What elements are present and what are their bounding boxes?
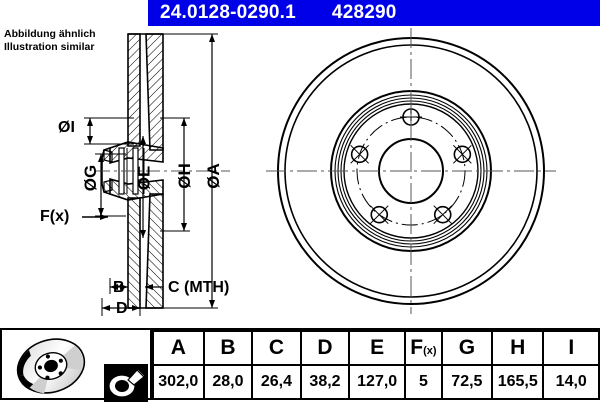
illustration-note-de: Abbildung ähnlich (4, 28, 96, 40)
table-header-row: A B C D E F(x) G H I (152, 330, 600, 366)
section-hub-top (127, 33, 164, 151)
bolt-hole (369, 205, 389, 225)
table-value-h: 165,5 (490, 364, 545, 400)
table-header-fx: F(x) (404, 330, 443, 366)
label-force-fx: F(x) (40, 208, 70, 225)
front-view (266, 28, 556, 314)
cross-section-view (82, 33, 230, 316)
label-diameter-e: ØE (134, 165, 154, 191)
disc-measurement-tool-icon (104, 364, 148, 402)
table-value-c: 26,4 (251, 364, 302, 400)
table-value-fx: 5 (404, 364, 443, 400)
dimension-line-a (160, 33, 218, 309)
dimension-line-i (84, 117, 134, 145)
table-header-i: I (542, 330, 600, 366)
reference-number: 428290 (331, 2, 397, 23)
label-diameter-i: ØI (58, 119, 75, 136)
illustration-note-en: Illustration similar (4, 40, 95, 53)
table-value-d: 38,2 (299, 364, 351, 400)
table-header-c: C (251, 330, 302, 366)
label-diameter-a: ØA (203, 163, 223, 189)
bolt-hole (350, 144, 369, 164)
bolt-hole (433, 205, 453, 225)
header-bar: 24.0128-0290.1 428290 (148, 0, 600, 26)
table-header-b: B (202, 330, 254, 366)
section-hub-bottom (127, 193, 164, 309)
article-number: 24.0128-0290.1 (160, 2, 296, 23)
table-header-a: A (152, 330, 205, 366)
bolt-hole (453, 144, 472, 164)
table-value-a: 302,0 (152, 364, 205, 400)
table-value-g: 72,5 (440, 364, 494, 400)
dimension-line-b (109, 278, 129, 294)
technical-drawing-svg (82, 28, 556, 316)
dimension-line-c (145, 266, 164, 294)
icon-cell (0, 328, 152, 402)
label-dim-d: D (116, 300, 128, 317)
label-dim-b: B (113, 279, 125, 296)
dimension-table-wrapper: A B C D E F(x) G H I 302,0 28,0 26,4 38,… (0, 328, 600, 400)
label-dim-c: C (MTH) (168, 279, 230, 296)
table-header-g: G (440, 330, 494, 366)
dimension-table: A B C D E F(x) G H I 302,0 28,0 26,4 38,… (152, 330, 600, 400)
table-value-row: 302,0 28,0 26,4 38,2 127,0 5 72,5 165,5 … (152, 364, 600, 400)
brake-disc-3d-icon (16, 338, 86, 394)
label-diameter-g: ØG (81, 164, 101, 192)
dimension-line-d (101, 298, 141, 316)
table-value-e: 127,0 (348, 364, 407, 400)
table-header-d: D (299, 330, 351, 366)
illustration-note: Abbildung ähnlich Illustration similar (4, 28, 96, 53)
table-value-i: 14,0 (542, 364, 600, 400)
table-header-h: H (490, 330, 545, 366)
dimension-line-h (160, 117, 190, 232)
drawing-area: ØI ØG ØE ØH ØA F(x) B C (MTH) D (0, 26, 600, 328)
table-value-b: 28,0 (202, 364, 254, 400)
label-diameter-h: ØH (174, 163, 194, 189)
table-header-e: E (348, 330, 407, 366)
